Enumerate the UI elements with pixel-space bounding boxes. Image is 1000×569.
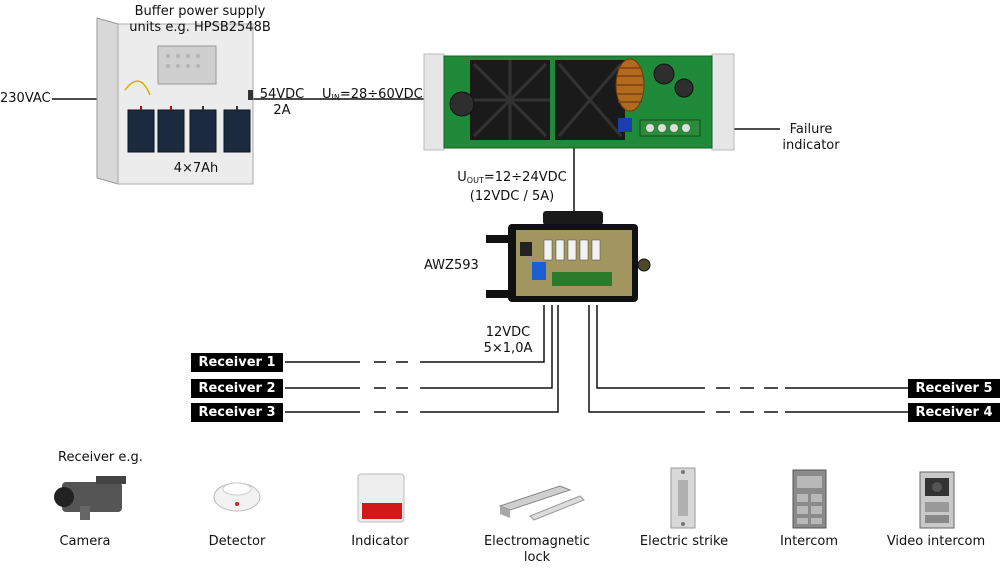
uin-value: =28÷60VDC: [339, 87, 423, 102]
detector-label: Detector: [208, 534, 266, 549]
intercom-label: Intercom: [780, 534, 838, 549]
electromagnetic-lock-label: Electromagnetic lock: [467, 534, 607, 566]
electric-strike-label: Electric strike: [639, 534, 729, 549]
uout-value: =12÷24VDC: [483, 170, 567, 185]
uin-label: UIN=28÷60VDC: [322, 87, 423, 106]
psu-title: Buffer power supply units e.g. HPSB2548B: [120, 4, 280, 36]
psu-title-line1: Buffer power supply: [134, 4, 266, 19]
uout-prefix: U: [457, 170, 467, 185]
awz593-label: AWZ593: [424, 258, 479, 273]
battery-label: 4×7Ah: [173, 161, 219, 176]
ac-input-label: 230VAC: [0, 91, 51, 106]
uout-line1: UOUT=12÷24VDC: [452, 170, 572, 189]
converter-board-illustration: [423, 53, 735, 151]
video-intercom-label: Video intercom: [886, 534, 986, 549]
indicator-label: Indicator: [351, 534, 409, 549]
electromagnetic-lock-illustration: [498, 485, 585, 521]
uin-sub: IN: [331, 93, 340, 102]
receiver-lines-left: [285, 305, 559, 413]
receiver-5-tag: Receiver 5: [908, 379, 1000, 398]
failure-line1: Failure: [789, 122, 833, 137]
psu-output-voltage: 54VDC: [259, 87, 305, 102]
psu-title-line2: units e.g. HPSB2548B: [129, 20, 271, 35]
indicator-illustration: [357, 473, 405, 523]
receiver-4-tag: Receiver 4: [908, 403, 1000, 422]
electric-strike-illustration: [670, 467, 696, 529]
uout-sub: OUT: [466, 176, 484, 185]
distributor-output-channels: 5×1,0A: [483, 341, 533, 356]
video-intercom-illustration: [919, 471, 955, 529]
receiver-1-tag: Receiver 1: [191, 353, 283, 372]
psu-output-label: 54VDC 2A: [256, 87, 308, 119]
receiver-3-tag: Receiver 3: [191, 403, 283, 422]
failure-indicator-label: Failure indicator: [776, 122, 846, 154]
detector-illustration: [213, 482, 261, 512]
dash-segments-left: [374, 361, 408, 413]
awz593-illustration: [486, 211, 651, 302]
uout-label: UOUT=12÷24VDC (12VDC / 5A): [452, 170, 572, 205]
psu-enclosure-illustration: [96, 17, 254, 185]
distributor-output-label: 12VDC 5×1,0A: [472, 325, 544, 357]
failure-line2: indicator: [782, 138, 840, 153]
camera-label: Camera: [59, 534, 111, 549]
intercom-illustration: [792, 469, 827, 529]
dash-segments-right: [716, 387, 778, 413]
camera-illustration: [54, 476, 126, 520]
examples-heading: Receiver e.g.: [58, 450, 143, 465]
dash-gaps-right: [705, 386, 785, 414]
lock-label-line2: lock: [523, 550, 551, 565]
lock-label-line1: Electromagnetic: [483, 534, 591, 549]
uin-prefix: U: [322, 87, 332, 102]
receiver-lines-right: [588, 305, 908, 413]
distributor-output-voltage: 12VDC: [485, 325, 531, 340]
psu-output-current: 2A: [273, 103, 291, 118]
dash-gaps-left: [360, 360, 420, 414]
uout-line2: (12VDC / 5A): [469, 189, 555, 204]
receiver-2-tag: Receiver 2: [191, 379, 283, 398]
